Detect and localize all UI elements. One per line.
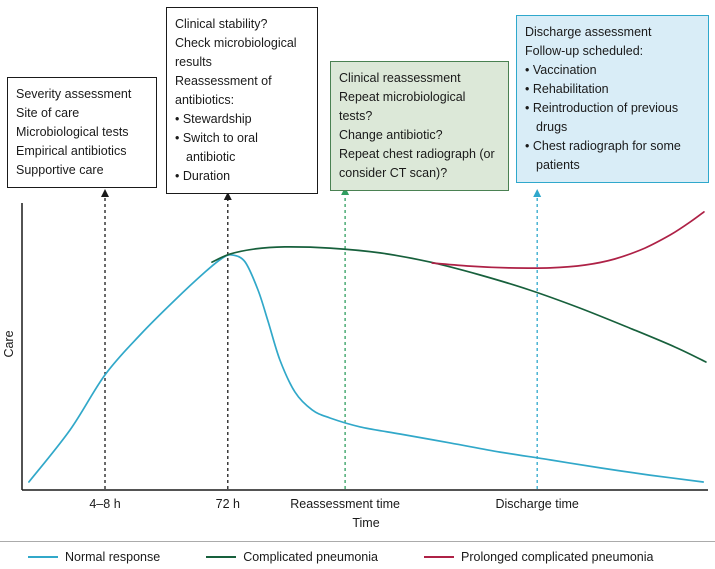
box-line: Severity assessment xyxy=(16,87,132,101)
timeline-arrowhead xyxy=(341,187,350,195)
box-line: Clinical reassessment xyxy=(339,71,461,85)
legend: Normal response Complicated pneumonia Pr… xyxy=(0,541,715,564)
y-axis-label: Care xyxy=(2,330,16,358)
timeline-arrowhead xyxy=(533,189,542,197)
box-line: • Reintroduction of previous drugs xyxy=(525,101,679,134)
box-line: • Chest radiograph for some patients xyxy=(525,139,681,172)
box-line: Repeat microbiological tests? xyxy=(339,90,466,123)
legend-swatch-normal-response xyxy=(28,556,58,558)
initial-assessment-box: Severity assessment Site of care Microbi… xyxy=(7,77,157,188)
timeline-arrowhead xyxy=(101,189,110,197)
legend-label: Prolonged complicated pneumonia xyxy=(461,550,654,564)
series-line-complicated-pneumonia xyxy=(211,246,707,363)
x-tick-label: Discharge time xyxy=(495,497,578,511)
box-line: • Switch to oral antibiotic xyxy=(175,131,258,164)
box-line: Repeat chest radiograph (or consider CT … xyxy=(339,147,495,180)
legend-item-complicated-pneumonia: Complicated pneumonia xyxy=(206,550,378,564)
x-tick-label: 4–8 h xyxy=(89,497,120,511)
box-line: Clinical stability? xyxy=(175,17,268,31)
series-line-prolonged-complicated-pneumonia xyxy=(431,211,705,269)
legend-swatch-prolonged-complicated-pneumonia xyxy=(424,556,454,558)
x-tick-label: Reassessment time xyxy=(290,497,400,511)
legend-swatch-complicated-pneumonia xyxy=(206,556,237,558)
x-axis-label: Time xyxy=(352,516,380,530)
box-line: Empirical antibiotics xyxy=(16,144,127,158)
box-line: Follow-up scheduled: xyxy=(525,44,644,58)
box-line: Microbiological tests xyxy=(16,125,129,139)
x-tick-label: 72 h xyxy=(216,497,240,511)
timeline-arrowhead xyxy=(223,192,232,200)
legend-label: Complicated pneumonia xyxy=(243,550,378,564)
box-line: Site of care xyxy=(16,106,80,120)
legend-item-prolonged-complicated-pneumonia: Prolonged complicated pneumonia xyxy=(424,550,654,564)
box-line: • Rehabilitation xyxy=(525,82,609,96)
legend-label: Normal response xyxy=(65,550,161,564)
box-line: • Stewardship xyxy=(175,112,252,126)
box-line: • Duration xyxy=(175,169,231,183)
discharge-assessment-box: Discharge assessment Follow-up scheduled… xyxy=(516,15,709,183)
clinical-reassessment-box: Clinical reassessment Repeat microbiolog… xyxy=(330,61,509,191)
legend-item-normal-response: Normal response xyxy=(28,550,160,564)
box-line: Discharge assessment xyxy=(525,25,652,39)
box-line: Reassessment of antibiotics: xyxy=(175,74,272,107)
box-line: Change antibiotic? xyxy=(339,128,443,142)
series-line-normal-response xyxy=(28,253,705,483)
box-line: Supportive care xyxy=(16,163,104,177)
clinical-stability-box: Clinical stability? Check microbiologica… xyxy=(166,7,318,194)
box-line: • Vaccination xyxy=(525,63,597,77)
box-line: Check microbiological results xyxy=(175,36,297,69)
